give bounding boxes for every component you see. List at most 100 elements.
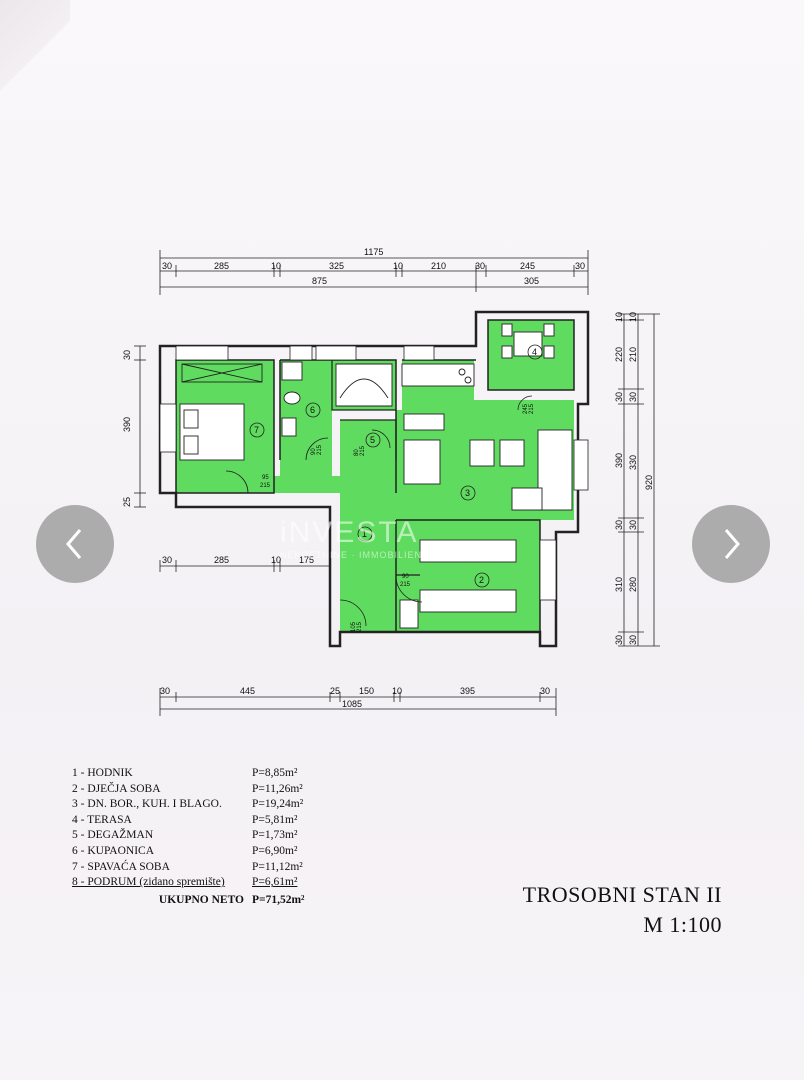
dim-right-inner: 10 — [614, 312, 624, 322]
left-dimensions — [134, 345, 146, 508]
legend-room-name: 5 - DEGAŽMAN — [72, 829, 154, 842]
doors — [225, 395, 533, 627]
legend-row: 7 - SPAVAĆA SOBA P=11,12m² — [72, 860, 322, 876]
door-label: 245 — [523, 403, 529, 414]
door-label: 215 — [360, 445, 366, 456]
dim-right-inner: 220 — [614, 347, 624, 362]
room-number: 7 — [254, 425, 259, 435]
dim-mid: 175 — [299, 555, 314, 565]
windows — [159, 345, 589, 601]
dim-left: 390 — [122, 417, 132, 432]
legend-room-area: P=19,24m² — [252, 798, 304, 811]
dim-right-outer: 30 — [628, 635, 638, 645]
door-label: 215 — [357, 621, 363, 632]
room-number: 5 — [370, 435, 375, 445]
legend-room-name: 1 - HODNIK — [72, 767, 133, 779]
door-label: 215 — [260, 483, 271, 489]
watermark-sub: NEKRETNINE · IMMOBILIEN · REAL ESTATE — [280, 550, 504, 560]
door-label: 90 — [402, 574, 409, 580]
dim-left: 25 — [122, 497, 132, 507]
dim-top-seg: 245 — [520, 261, 535, 271]
top-dimensions — [159, 250, 589, 295]
dim-mid: 30 — [162, 555, 172, 565]
dim-top-sub-left: 875 — [312, 276, 327, 286]
dim-top-seg: 30 — [162, 261, 172, 271]
room-number: 6 — [310, 405, 315, 415]
legend-room-name: 3 - DN. BOR., KUH. I BLAGO. — [72, 798, 222, 811]
dim-bottom-seg: 10 — [392, 686, 402, 696]
dim-right-outer: 30 — [628, 520, 638, 530]
dim-mid: 10 — [271, 555, 281, 565]
dim-top-seg: 10 — [271, 261, 281, 271]
legend-room-area: P=11,12m² — [252, 860, 303, 873]
dim-top-seg: 30 — [575, 261, 585, 271]
dim-right-inner: 30 — [614, 520, 624, 530]
dim-right-inner: 30 — [614, 635, 624, 645]
legend-row: 3 - DN. BOR., KUH. I BLAGO. P=19,24m² — [72, 797, 322, 813]
dim-bottom-total: 1085 — [342, 699, 362, 709]
legend-room-area: P=11,26m² — [252, 782, 303, 795]
room-number: 3 — [465, 488, 470, 498]
previous-image-button[interactable] — [36, 505, 114, 583]
dim-top-seg: 210 — [431, 261, 446, 271]
dim-bottom-seg: 150 — [359, 686, 374, 696]
legend-room-area: P=8,85m² — [252, 767, 298, 779]
plan-title-name: TROSOBNI STAN II — [522, 882, 722, 907]
door-label: 80 — [354, 449, 360, 456]
legend-total-label: UKUPNO NETO — [158, 893, 244, 906]
furniture — [179, 323, 573, 629]
legend-room-area: P=6,90m² — [252, 844, 298, 857]
watermark-text: iNVESTA — [280, 516, 419, 549]
dim-bottom-seg: 25 — [330, 686, 340, 696]
room-number: 4 — [532, 347, 537, 357]
dim-right-outer: 330 — [628, 455, 638, 470]
watermark: iNVESTA NEKRETNINE · IMMOBILIEN · REAL E… — [280, 516, 503, 560]
legend-room-area: P=6,61m² — [252, 876, 298, 889]
dim-right-outer: 10 — [628, 312, 638, 322]
chevron-right-icon — [724, 529, 740, 559]
dim-bottom-seg: 30 — [540, 686, 550, 696]
legend-row: 5 - DEGAŽMAN P=1,73m² — [72, 828, 322, 844]
dim-right-outer: 210 — [628, 347, 638, 362]
legend-room-name: 6 - KUPAONICA — [72, 844, 154, 857]
dim-top-seg: 10 — [393, 261, 403, 271]
legend-room-name: 8 - PODRUM (zidano spremište) — [72, 876, 225, 889]
dim-top-seg: 30 — [475, 261, 485, 271]
legend-row: 8 - PODRUM (zidano spremište) P=6,61m² — [72, 875, 322, 891]
room-markers — [249, 344, 543, 588]
dim-right-inner: 30 — [614, 392, 624, 402]
dim-top-seg: 285 — [214, 261, 229, 271]
legend-row: 1 - HODNIK P=8,85m² — [72, 766, 322, 782]
dim-top-seg: 325 — [329, 261, 344, 271]
dim-mid: 285 — [214, 555, 229, 565]
dim-bottom-seg: 30 — [160, 686, 170, 696]
room-legend: 1 - HODNIK P=8,85m² 2 - DJEČJA SOBA P=11,2… — [72, 766, 322, 908]
room-number: 2 — [479, 575, 484, 585]
door-label: 90 — [311, 448, 317, 455]
bottom-dimensions — [159, 560, 557, 716]
right-dimensions — [618, 313, 660, 647]
dim-right-total: 920 — [644, 475, 654, 490]
paper-fold — [0, 0, 70, 100]
chevron-left-icon — [66, 529, 82, 559]
next-image-button[interactable] — [692, 505, 770, 583]
legend-room-name: 2 - DJEČJA SOBA — [72, 782, 161, 795]
legend-row: 6 - KUPAONICA P=6,90m² — [72, 844, 322, 860]
dim-top-total: 1175 — [364, 247, 383, 257]
door-label: 215 — [400, 582, 411, 588]
dim-left: 30 — [122, 350, 132, 360]
door-label: 105 — [351, 621, 357, 632]
legend-room-name: 7 - SPAVAĆA SOBA — [72, 860, 170, 873]
plan-title-scale: M 1:100 — [643, 912, 722, 937]
dim-right-outer: 280 — [628, 577, 638, 592]
door-label: 95 — [262, 475, 269, 481]
legend-total-area: P=71,52m² — [252, 893, 305, 906]
dim-right-inner: 310 — [614, 577, 624, 592]
dim-top-sub-right: 305 — [524, 276, 539, 286]
dim-bottom-seg: 445 — [240, 686, 255, 696]
legend-room-area: P=1,73m² — [252, 829, 298, 842]
dim-right-outer: 30 — [628, 392, 638, 402]
dim-bottom-seg: 395 — [460, 686, 475, 696]
